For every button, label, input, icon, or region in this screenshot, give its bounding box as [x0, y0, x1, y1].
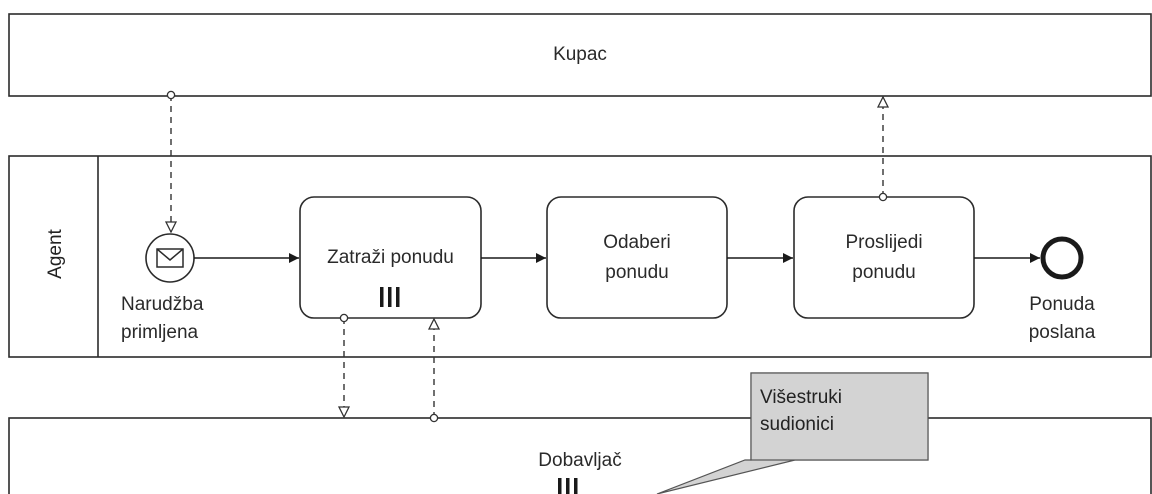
pool-agent-label: Agent — [45, 229, 66, 279]
pool-customer[interactable] — [8, 13, 1152, 97]
end-event[interactable] — [1040, 236, 1084, 280]
start-event-label-line1: Narudžba — [121, 294, 204, 315]
start-event-label-line2: primljena — [121, 322, 199, 343]
end-event-label: Ponuda poslana — [1012, 291, 1112, 347]
pool-supplier[interactable] — [8, 417, 1152, 494]
task-forward-quote-label-line1: Proslijedi — [845, 232, 923, 253]
pool-supplier-label: Dobavljač — [538, 450, 622, 471]
task-forward-quote-label-line2: ponudu — [852, 262, 916, 283]
end-event-label-line2: poslana — [1028, 322, 1096, 343]
task-request-quote-label: Zatraži ponudu — [327, 247, 454, 268]
parallel-multi-instance-icon — [380, 287, 400, 307]
annotation-text: Višestruki sudionici — [760, 384, 842, 438]
supplier-multi-instance-icon — [558, 478, 578, 494]
end-event-label-line1: Ponuda — [1029, 294, 1095, 315]
task-select-quote-label-line1: Odaberi — [603, 232, 671, 253]
annotation-text-line1: Višestruki — [760, 387, 843, 408]
task-forward-quote-label: Proslijedi ponudu — [794, 228, 974, 288]
start-event-label: Narudžba primljena — [121, 291, 203, 347]
task-select-quote-label-line2: ponudu — [605, 262, 669, 283]
pool-customer-label: Kupac — [553, 44, 607, 65]
task-select-quote-label: Odaberi ponudu — [547, 228, 727, 288]
envelope-icon — [156, 248, 184, 268]
annotation-text-line2: sudionici — [760, 414, 834, 435]
